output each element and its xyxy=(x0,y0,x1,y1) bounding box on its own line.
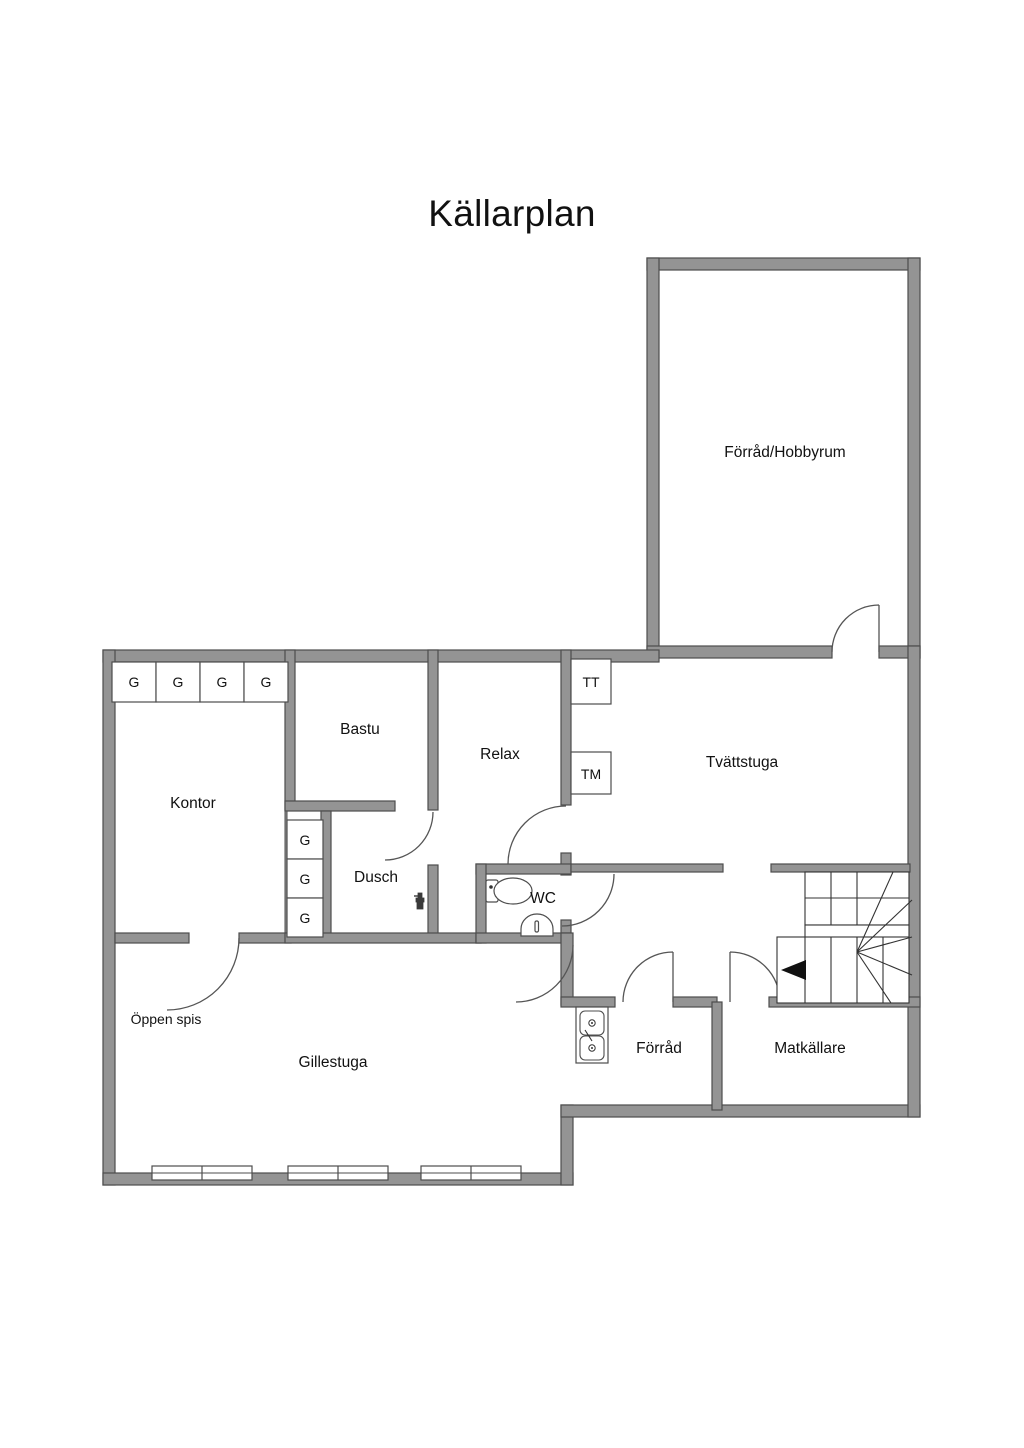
label-closet-4: G xyxy=(261,674,272,690)
label-closet-5: G xyxy=(300,832,311,848)
label-matkallare: Matkällare xyxy=(774,1040,846,1057)
label-closet-2: G xyxy=(173,674,184,690)
interior-wall-forrad-top-right xyxy=(672,996,718,1008)
door-group xyxy=(166,604,880,1011)
door-matkallare xyxy=(729,951,781,1003)
door-forrad-hobbyrum xyxy=(831,604,880,653)
closet-box-5 xyxy=(286,819,324,860)
window-3 xyxy=(420,1165,522,1181)
shower-icon xyxy=(414,892,425,910)
label-wc: WC xyxy=(530,890,556,907)
exterior-wall-right-upper xyxy=(907,257,921,659)
interior-wall-wc-left xyxy=(475,863,487,944)
staircase xyxy=(776,871,913,1004)
label-forrad-hobbyrum: Förråd/Hobbyrum xyxy=(724,444,845,461)
label-washing-machine: TM xyxy=(581,766,601,782)
interior-wall-tvattstuga-bottom-right xyxy=(770,863,911,873)
interior-wall-kontor-bottom-right xyxy=(238,932,292,944)
exterior-wall-right-main xyxy=(907,645,921,1118)
exterior-wall-left-main xyxy=(102,649,116,1186)
label-forrad: Förråd xyxy=(636,1040,682,1057)
exterior-wall-bottom-right xyxy=(560,1104,921,1118)
door-forrad xyxy=(622,951,674,1003)
stair-direction-arrow xyxy=(781,960,806,980)
closet-box-6 xyxy=(286,858,324,899)
label-group: Förråd/Hobbyrum Kontor Bastu Relax Dusch… xyxy=(129,444,846,1071)
window-2 xyxy=(287,1165,389,1181)
door-relax xyxy=(507,805,567,865)
interior-wall-tvattstuga-bottom-left xyxy=(570,863,724,873)
label-closet-6: G xyxy=(300,871,311,887)
label-bastu: Bastu xyxy=(340,721,380,738)
label-relax: Relax xyxy=(480,746,520,763)
stair-winder-lines xyxy=(856,871,913,1004)
window-1 xyxy=(151,1165,253,1181)
interior-wall-forrad-top-left xyxy=(560,996,616,1008)
window-group xyxy=(151,1165,522,1181)
label-dusch: Dusch xyxy=(354,869,398,886)
label-tumble-dryer: TT xyxy=(582,674,600,690)
closet-box-1 xyxy=(111,661,157,703)
interior-wall-bastu-relax xyxy=(427,649,439,811)
closet-box-4 xyxy=(243,661,289,703)
door-kontor xyxy=(166,937,240,1011)
closet-column-side xyxy=(286,819,324,938)
interior-wall-stair-left xyxy=(769,868,777,998)
label-closet-7: G xyxy=(300,910,311,926)
door-bastu-dusch xyxy=(384,811,434,861)
label-tvattstuga: Tvättstuga xyxy=(706,754,779,771)
interior-wall-corridor-left xyxy=(560,932,574,1006)
interior-wall-wc-top xyxy=(475,863,572,875)
door-wc xyxy=(561,873,615,927)
closet-box-7 xyxy=(286,897,324,938)
wall-upper-bottom-left xyxy=(646,645,833,659)
label-kontor: Kontor xyxy=(170,795,216,812)
closet-box-3 xyxy=(199,661,245,703)
label-gillestuga: Gillestuga xyxy=(299,1054,368,1071)
sink-icon xyxy=(520,913,554,937)
label-closet-1: G xyxy=(129,674,140,690)
page-title: Källarplan xyxy=(428,193,596,234)
label-oppen-spis: Öppen spis xyxy=(131,1010,202,1027)
wc-fixtures xyxy=(485,877,554,937)
interior-wall-relax-right-upper xyxy=(560,649,572,806)
exterior-wall-left-upper xyxy=(646,257,660,659)
toilet-icon xyxy=(485,877,533,905)
appliance-box-tt xyxy=(570,658,612,705)
closet-row-top xyxy=(111,661,289,703)
appliance-box-tm xyxy=(570,751,612,795)
interior-wall-dusch-right xyxy=(427,864,439,937)
interior-wall-bastu-bottom xyxy=(284,800,396,812)
label-closet-3: G xyxy=(217,674,228,690)
appliance-boxes xyxy=(570,658,612,795)
interior-wall-kontor-bottom-left xyxy=(114,932,190,944)
interior-wall-forrad-matkallare xyxy=(711,1001,723,1111)
door-gillestuga-corridor xyxy=(515,944,574,1003)
double-sink-icon xyxy=(575,1006,609,1064)
exterior-wall-top-upper xyxy=(646,257,921,271)
